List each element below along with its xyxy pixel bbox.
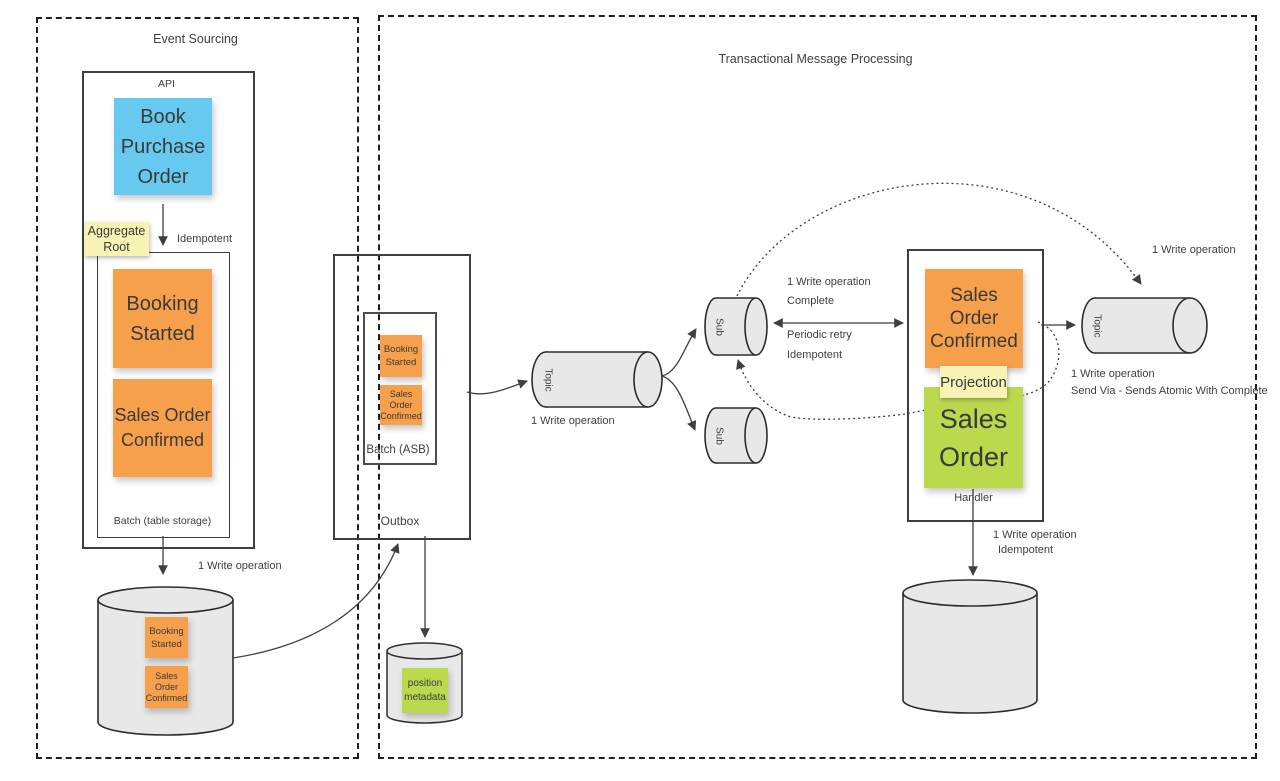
outbound-topic-cylinder[interactable] [1081,297,1208,354]
complete-label: Complete [787,295,835,307]
handler-event-sticky[interactable]: Sales Order Confirmed [925,269,1023,368]
api-idempotent-label: Idempotent [177,233,233,245]
aggregate-root-note[interactable]: Aggregate Root [84,222,149,256]
send-via-label: Send Via - Sends Atomic With Complete [1071,385,1268,397]
retry-dotted-loop [736,321,1060,420]
sub-bottom-label: Sub [713,427,725,445]
store-sales-order-confirmed-sticky[interactable]: Sales Order Confirmed [145,666,188,708]
outbound-topic-incoming-write-label: 1 Write operation [1152,244,1236,256]
event-sourcing-frame[interactable] [36,17,359,759]
event-sourcing-title: Event Sourcing [153,32,238,46]
batch-asb-title: Batch (ASB) [366,444,430,456]
outbox-to-topic-arrow [466,379,528,395]
sub-idempotent-label: Idempotent [787,349,843,361]
store-to-outbox-arrow [232,543,400,659]
position-metadata-sticky[interactable]: position metadata [402,668,448,713]
handler-box[interactable] [907,249,1044,522]
inbound-topic-cylinder[interactable] [531,351,663,408]
booking-started-sticky[interactable]: Booking Started [113,269,212,368]
sales-order-aggregate-sticky[interactable]: Sales Order [924,387,1023,488]
handler-title: Handler [954,492,993,504]
inbound-topic-label: Topic [542,368,554,392]
batch-table-storage-box[interactable] [97,252,230,538]
topic-to-subtop-arrow [661,328,697,377]
api-box-title: API [158,78,175,90]
sub-write-label: 1 Write operation [787,276,871,288]
batch-asb-box[interactable] [363,312,437,465]
handler-write-label: 1 Write operation [993,529,1077,541]
handler-idempotent-label: Idempotent [998,544,1054,556]
transactional-processing-frame[interactable] [378,15,1257,759]
connector-lines [158,182,1142,659]
sales-order-confirmed-sticky[interactable]: Sales Order Confirmed [113,379,212,477]
outbound-topic-label: Topic [1091,314,1103,338]
projection-note[interactable]: Projection [940,366,1007,398]
transactional-processing-title: Transactional Message Processing [718,52,913,66]
book-purchase-order-sticky[interactable]: Book Purchase Order [114,98,212,195]
sub-top-label: Sub [713,318,725,336]
api-box[interactable] [82,71,255,549]
outbox-booking-started-sticky[interactable]: Booking Started [380,335,422,377]
inbound-topic-write-label: 1 Write operation [531,415,615,427]
outbound-topic-write-label: 1 Write operation [1071,368,1155,380]
outbox-sales-order-confirmed-sticky[interactable]: Sales Order Confirmed [380,385,422,425]
event-store-cylinder[interactable] [97,586,234,736]
store-booking-started-sticky[interactable]: Booking Started [145,617,188,658]
periodic-retry-label: Periodic retry [787,329,852,341]
sub-bottom-cylinder[interactable] [704,407,768,464]
projection-store-cylinder[interactable] [902,579,1038,714]
outbox-box[interactable] [333,254,471,540]
batch-table-storage-title: Batch (table storage) [113,515,212,527]
topic-to-subbottom-arrow [661,375,697,431]
store-write-label: 1 Write operation [198,560,282,572]
sub-top-cylinder[interactable] [704,297,768,356]
outbox-title: Outbox [380,514,420,528]
